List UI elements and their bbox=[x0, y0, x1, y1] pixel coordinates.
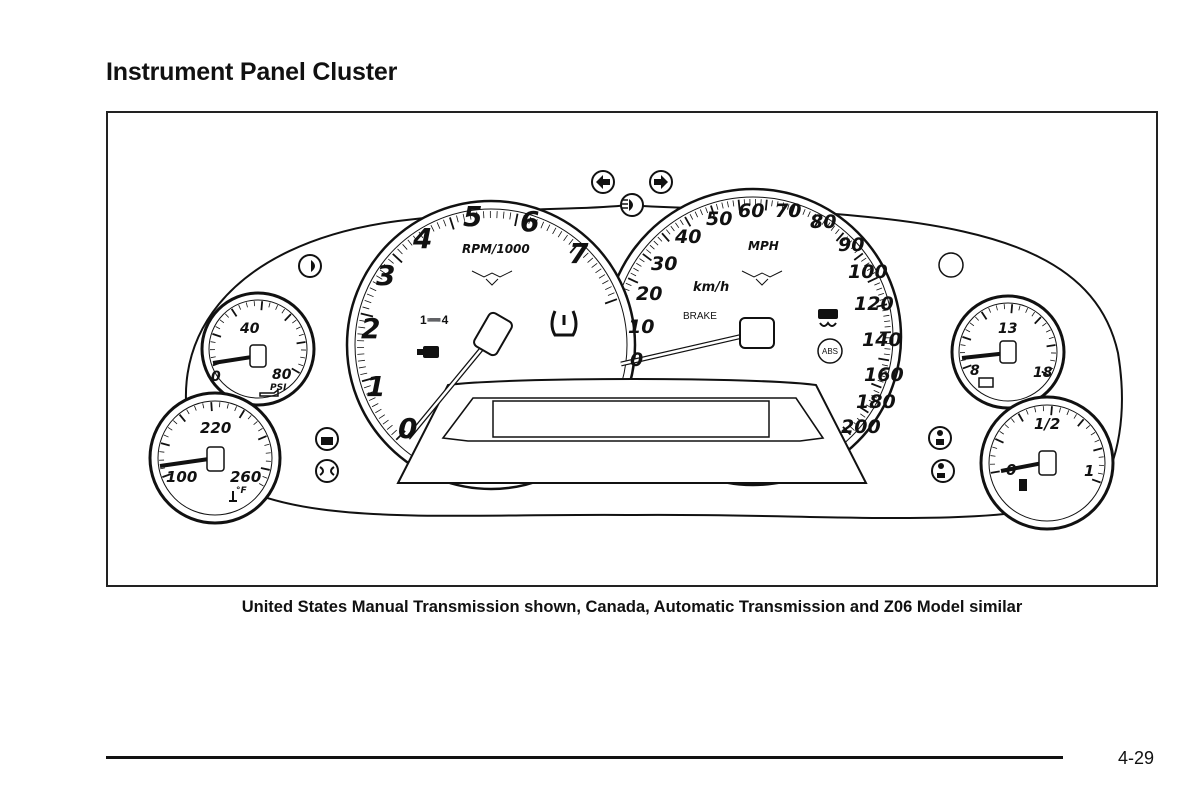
volt-num-18: 18 bbox=[1033, 365, 1053, 381]
oil-can-icon bbox=[259, 388, 279, 397]
coolant-temp-icon bbox=[229, 491, 237, 502]
tach-num-3: 3 bbox=[376, 259, 395, 292]
fuel-num-0: 0 bbox=[1006, 461, 1016, 479]
tachometer-needle-hub bbox=[473, 311, 513, 357]
headlamp-on-icon bbox=[315, 459, 339, 483]
fuel-pump-icon bbox=[1019, 479, 1027, 491]
mph-160: 160 bbox=[864, 364, 904, 386]
tach-num-7: 7 bbox=[569, 237, 589, 270]
mph-0: 0 bbox=[630, 349, 643, 371]
page-title: Instrument Panel Cluster bbox=[106, 58, 398, 86]
oil-num-80: 80 bbox=[272, 367, 292, 383]
oil-num-0: 0 bbox=[211, 369, 221, 385]
mph-30: 30 bbox=[651, 253, 677, 275]
page-number: 4-29 bbox=[1118, 748, 1155, 768]
oil-pressure-gauge: 0 40 80 PSI bbox=[200, 291, 316, 407]
abs-icon: ABS bbox=[817, 338, 843, 364]
center-lcd-display bbox=[492, 400, 770, 438]
footer-rule bbox=[106, 756, 1063, 759]
mph-200: 200 bbox=[841, 416, 881, 438]
mph-60: 60 bbox=[738, 200, 764, 222]
fog-lamp-icon bbox=[298, 254, 322, 278]
coolant-num-260: 260 bbox=[230, 468, 261, 486]
tach-num-4: 4 bbox=[412, 222, 432, 255]
shift-indicator-label: 1➖4 bbox=[420, 313, 449, 327]
mph-unit-label: MPH bbox=[748, 239, 779, 253]
brake-warning-label: BRAKE bbox=[683, 311, 717, 322]
figure-caption: United States Manual Transmission shown,… bbox=[241, 598, 1023, 616]
tach-num-2: 2 bbox=[361, 312, 380, 345]
airbag-icon bbox=[931, 459, 955, 483]
mph-70: 70 bbox=[775, 200, 801, 222]
mph-120: 120 bbox=[854, 293, 894, 315]
oil-unit-label: PSI bbox=[270, 383, 287, 393]
tire-pressure-icon bbox=[550, 310, 578, 337]
abs-label: ABS bbox=[822, 347, 838, 356]
tach-num-0: 0 bbox=[398, 412, 417, 445]
fuel-num-half: 1/2 bbox=[1034, 415, 1060, 433]
tach-num-1: 1 bbox=[366, 370, 385, 403]
tachometer-ticks bbox=[357, 210, 618, 441]
tach-num-5: 5 bbox=[463, 200, 482, 233]
traction-control-icon bbox=[818, 309, 838, 327]
corvette-flags-logo bbox=[471, 270, 783, 286]
tach-num-6: 6 bbox=[520, 205, 539, 238]
security-lock-icon bbox=[315, 427, 339, 451]
mph-20: 20 bbox=[636, 283, 662, 305]
battery-icon bbox=[978, 377, 994, 388]
coolant-num-100: 100 bbox=[166, 468, 197, 486]
mph-80: 80 bbox=[810, 211, 836, 233]
kmh-unit-label: km/h bbox=[693, 280, 729, 295]
turn-left-arrow-icon bbox=[591, 170, 615, 194]
high-beam-icon bbox=[620, 193, 644, 217]
speedometer-needle-hub bbox=[739, 317, 775, 349]
check-engine-icon bbox=[417, 346, 439, 358]
seatbelt-icon bbox=[928, 426, 952, 450]
mph-180: 180 bbox=[856, 391, 896, 413]
mph-140: 140 bbox=[862, 329, 902, 351]
oil-num-40: 40 bbox=[239, 321, 260, 337]
figure-frame: 0 1 2 3 4 5 6 7 RPM/1000 1➖4 0 10 20 30 … bbox=[106, 111, 1158, 587]
tachometer-numbers: 0 1 2 3 4 5 6 7 bbox=[361, 200, 589, 445]
mph-50: 50 bbox=[706, 208, 732, 230]
turn-right-arrow-icon bbox=[649, 170, 673, 194]
rpm-unit-label: RPM/1000 bbox=[462, 242, 530, 256]
mph-40: 40 bbox=[674, 226, 701, 248]
instrument-cluster-illustration: 0 1 2 3 4 5 6 7 RPM/1000 1➖4 0 10 20 30 … bbox=[148, 170, 1123, 531]
coolant-num-220: 220 bbox=[200, 419, 231, 437]
mph-90: 90 bbox=[838, 234, 864, 256]
voltage-gauge: 8 13 18 bbox=[950, 294, 1066, 410]
volt-num-13: 13 bbox=[998, 321, 1017, 337]
speedometer-numbers: 0 10 20 30 40 50 60 70 80 90 100 120 140… bbox=[628, 200, 904, 438]
coolant-temp-gauge: 100 220 260 °F bbox=[148, 391, 282, 525]
cluster-outer-bezel bbox=[184, 203, 1123, 520]
mph-100: 100 bbox=[848, 261, 888, 283]
mph-10: 10 bbox=[628, 316, 654, 338]
fuel-num-1: 1 bbox=[1084, 462, 1094, 480]
coolant-unit-label: °F bbox=[236, 486, 248, 496]
fuel-gauge: 0 1/2 1 bbox=[979, 395, 1115, 531]
volt-num-8: 8 bbox=[970, 363, 980, 379]
indicator-lamp-blank bbox=[938, 252, 964, 278]
